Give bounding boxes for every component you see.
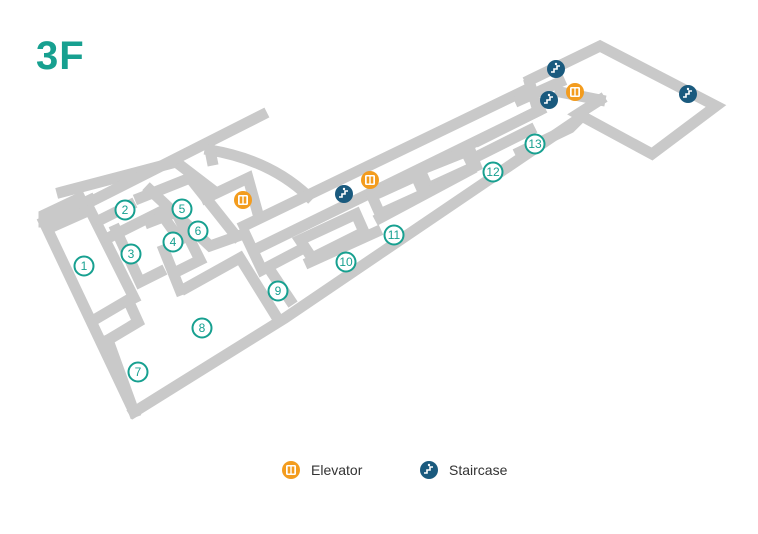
staircase-icon[interactable] [539, 90, 559, 110]
elevator-icon[interactable] [566, 83, 584, 101]
room-marker[interactable]: 3 [120, 243, 142, 265]
room-number: 6 [195, 224, 202, 238]
staircase-icon[interactable] [546, 59, 566, 79]
elevator-icon[interactable] [234, 191, 252, 209]
room-marker[interactable]: 2 [114, 199, 136, 221]
room-number: 12 [486, 165, 500, 179]
elevator-icon[interactable] [361, 171, 379, 189]
legend-elevator-label: Elevator [311, 462, 363, 478]
room-marker[interactable]: 10 [335, 251, 357, 273]
room-marker[interactable]: 11 [383, 224, 405, 246]
room-number: 9 [275, 284, 282, 298]
room-marker[interactable]: 7 [127, 361, 149, 383]
room-number: 11 [388, 228, 401, 242]
room-marker[interactable]: 9 [267, 280, 289, 302]
room-number: 1 [81, 259, 88, 273]
room-number: 3 [128, 247, 135, 261]
room-number: 8 [199, 321, 206, 335]
room-marker[interactable]: 1 [73, 255, 95, 277]
floor-title: 3F [36, 34, 85, 78]
room-number: 4 [170, 235, 177, 249]
staircase-icon[interactable] [678, 84, 698, 104]
staircase-icon [419, 460, 439, 480]
room-marker[interactable]: 5 [171, 198, 193, 220]
room-marker[interactable]: 6 [187, 220, 209, 242]
room-marker[interactable]: 8 [191, 317, 213, 339]
elevator-icon [282, 461, 300, 479]
room-number: 5 [179, 202, 186, 216]
room-number: 7 [135, 365, 142, 379]
staircase-icon[interactable] [334, 184, 354, 204]
room-marker[interactable]: 4 [162, 231, 184, 253]
room-number: 2 [122, 203, 129, 217]
room-marker[interactable]: 12 [482, 161, 504, 183]
room-marker[interactable]: 13 [524, 133, 546, 155]
legend-staircase-label: Staircase [449, 462, 508, 478]
legend: Elevator Staircase [282, 460, 508, 480]
building-walls [36, 39, 727, 420]
room-number: 10 [339, 255, 353, 269]
room-number: 13 [528, 137, 542, 151]
